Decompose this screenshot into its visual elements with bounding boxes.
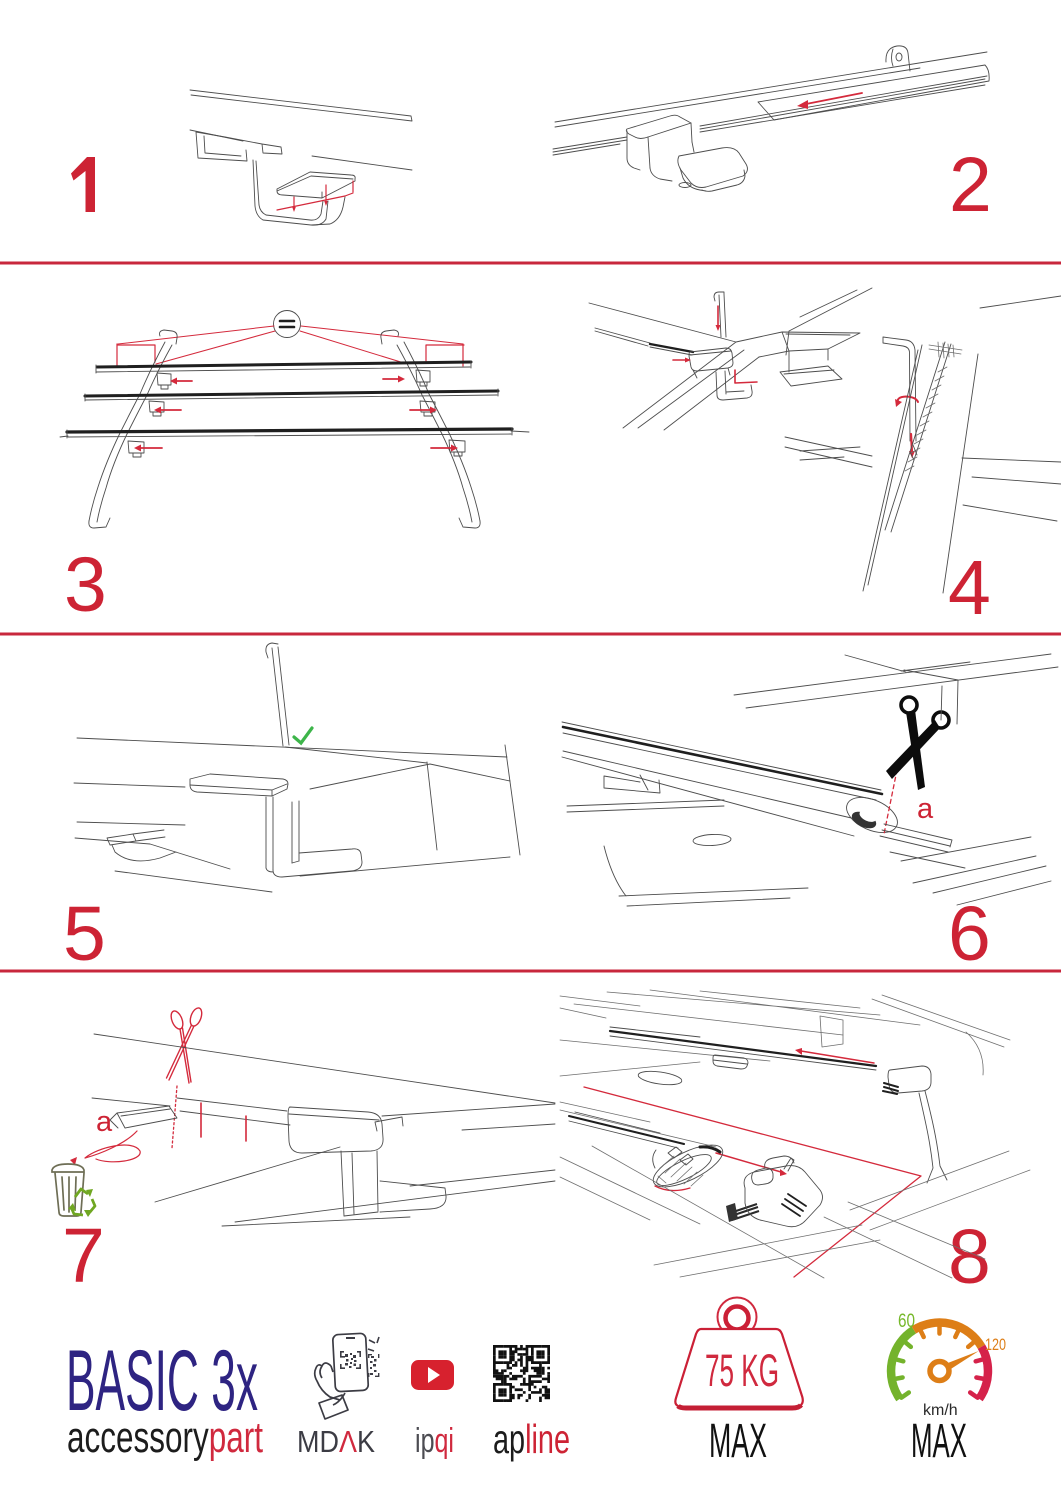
svg-text:60: 60 xyxy=(898,1311,915,1332)
svg-text:4: 4 xyxy=(948,545,991,631)
svg-text:a: a xyxy=(96,1106,113,1138)
svg-text:3: 3 xyxy=(64,542,107,628)
svg-text:apline: apline xyxy=(493,1416,570,1462)
svg-text:75 KG: 75 KG xyxy=(705,1345,779,1396)
svg-text:a: a xyxy=(917,793,934,825)
svg-text:accessorypart: accessorypart xyxy=(67,1413,263,1462)
svg-text:BASIC 3x: BASIC 3x xyxy=(66,1332,258,1429)
svg-text:MAX: MAX xyxy=(911,1415,967,1468)
svg-text:2: 2 xyxy=(949,142,992,228)
svg-text:MAX: MAX xyxy=(709,1415,767,1468)
svg-text:5: 5 xyxy=(63,891,106,977)
svg-text:km/h: km/h xyxy=(923,1402,958,1419)
svg-text:MDΛK: MDΛK xyxy=(297,1424,375,1459)
svg-text:120: 120 xyxy=(985,1335,1006,1354)
svg-text:ipqi: ipqi xyxy=(415,1422,454,1460)
svg-text:6: 6 xyxy=(948,891,991,977)
svg-text:8: 8 xyxy=(948,1214,991,1300)
svg-text:7: 7 xyxy=(62,1213,105,1299)
